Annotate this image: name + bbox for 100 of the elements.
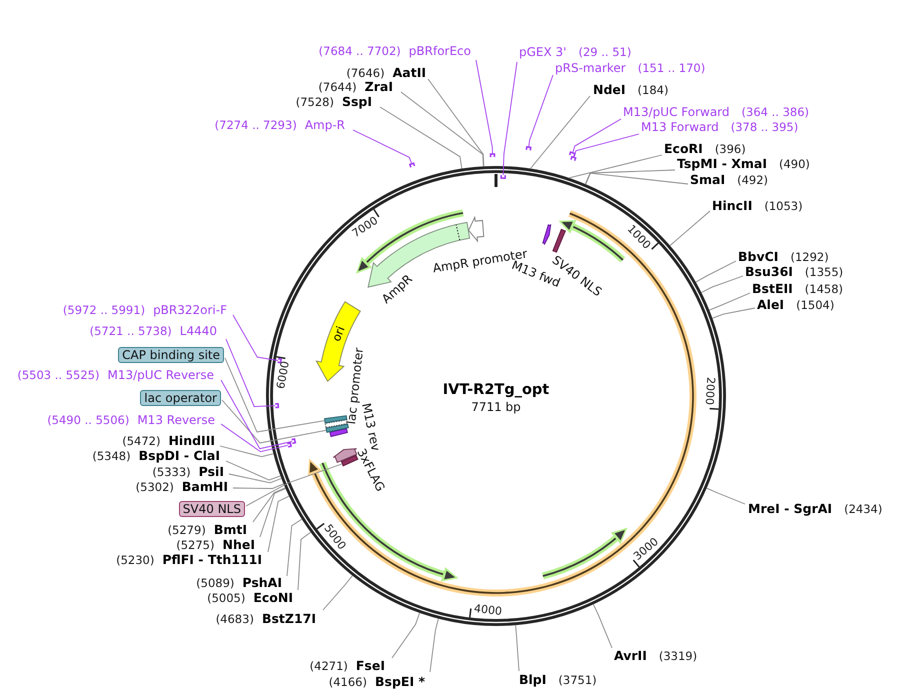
primer-site-mark bbox=[275, 403, 280, 408]
leader-line bbox=[222, 400, 326, 444]
primer-range: (151 .. 170) bbox=[638, 60, 706, 76]
leader-line bbox=[298, 532, 312, 590]
cut-position: (3751) bbox=[558, 672, 597, 688]
leader-line bbox=[232, 483, 284, 489]
leader-line bbox=[252, 487, 286, 522]
leader-line bbox=[260, 488, 286, 538]
feature-segment bbox=[329, 428, 348, 438]
primer-site-mark bbox=[568, 151, 576, 157]
cut-position: (396) bbox=[714, 141, 746, 157]
leader-line bbox=[476, 60, 493, 154]
cut-position: (1355) bbox=[804, 264, 844, 280]
leader-line bbox=[712, 308, 756, 319]
scale-label: 6000 bbox=[275, 360, 291, 390]
leader-line bbox=[220, 446, 274, 458]
leader-line bbox=[502, 62, 518, 176]
feature-tag: CAP binding site bbox=[118, 347, 224, 363]
leader-line bbox=[528, 74, 554, 148]
enzyme-name: FseI bbox=[356, 658, 385, 674]
primer-range: (7684 .. 7702) bbox=[318, 43, 401, 59]
enzyme-name: BspEI * bbox=[375, 674, 425, 690]
cut-position: (1053) bbox=[764, 198, 803, 214]
leader-line bbox=[592, 604, 612, 648]
cut-position: (2434) bbox=[844, 501, 882, 517]
primer-site-mark bbox=[490, 153, 496, 158]
enzyme-name: BmtI bbox=[214, 522, 247, 538]
leader-line bbox=[400, 92, 484, 167]
primer-range: (5503 .. 5525) bbox=[17, 367, 100, 383]
enzyme-name: PshAI bbox=[242, 575, 282, 591]
cut-position: (7528) bbox=[296, 94, 334, 110]
cut-position: (5472) bbox=[122, 433, 160, 449]
leader-line bbox=[226, 338, 276, 408]
leader-line bbox=[515, 624, 520, 672]
feature-segment bbox=[552, 228, 566, 253]
enzyme-name: BbvCI bbox=[738, 249, 778, 265]
feature-segment bbox=[326, 424, 349, 433]
enzyme-name: AleI bbox=[757, 297, 784, 313]
primer-name: M13/pUC Reverse bbox=[108, 367, 214, 383]
enzyme-name: PflFI - Tth111I bbox=[162, 552, 262, 568]
primer-range: (5721 .. 5738) bbox=[90, 323, 172, 339]
enzyme-name: ZraI bbox=[364, 79, 393, 95]
primer-name: pBRforEco bbox=[408, 43, 471, 59]
leader-line bbox=[232, 314, 278, 361]
enzyme-name: PsiI bbox=[198, 464, 224, 480]
feature-segment bbox=[468, 216, 484, 242]
leader-line bbox=[380, 106, 462, 170]
plasmid-size: 7711 bp bbox=[471, 401, 521, 413]
leader-line bbox=[568, 154, 662, 178]
primer-range: (5972 .. 5991) bbox=[62, 302, 146, 318]
cut-position: (492) bbox=[737, 172, 768, 188]
primer-name: pRS-marker bbox=[555, 60, 626, 76]
cut-position: (1292) bbox=[790, 249, 829, 265]
primer-site-mark bbox=[409, 162, 416, 168]
leader-line bbox=[670, 210, 710, 246]
enzyme-name: AvrII bbox=[614, 648, 647, 664]
feature-segment bbox=[332, 448, 358, 463]
leader-line bbox=[322, 575, 353, 610]
scale-label: 2000 bbox=[704, 377, 716, 406]
enzyme-name: EcoNI bbox=[253, 590, 293, 606]
plasmid-name: IVT-R2Tg_opt bbox=[442, 383, 550, 398]
cut-position: (4166) bbox=[328, 674, 367, 690]
primer-name: M13 Reverse bbox=[137, 412, 215, 428]
cut-position: (4271) bbox=[310, 658, 348, 674]
enzyme-name: BlpI bbox=[519, 672, 546, 688]
leader-line bbox=[584, 170, 676, 185]
leader-line bbox=[428, 78, 484, 167]
leader-line bbox=[700, 276, 744, 293]
leader-line bbox=[224, 358, 325, 432]
enzyme-name: TspMI - XmaI bbox=[677, 156, 767, 172]
leader-line bbox=[695, 260, 736, 283]
leader-line bbox=[573, 134, 640, 158]
enzyme-name: HincII bbox=[712, 198, 752, 214]
leader-line bbox=[706, 488, 746, 504]
leader-line bbox=[226, 460, 281, 480]
feature-tag: SV40 NLS bbox=[178, 501, 245, 517]
primer-site-mark bbox=[500, 175, 506, 179]
primer-site-mark bbox=[278, 358, 282, 364]
primer-site-mark bbox=[526, 146, 532, 150]
primer-name: pGEX 3' bbox=[519, 44, 566, 60]
enzyme-name: NdeI bbox=[593, 82, 626, 98]
feature-segment bbox=[324, 419, 348, 428]
primer-range: (5490 .. 5506) bbox=[47, 412, 130, 428]
leader-line bbox=[352, 130, 412, 164]
cut-position: (5279) bbox=[168, 522, 206, 538]
leader-line bbox=[392, 612, 420, 658]
leader-line bbox=[228, 474, 282, 484]
enzyme-name: BspDI - ClaI bbox=[138, 448, 220, 464]
enzyme-name: HindIII bbox=[168, 433, 215, 449]
leader-line bbox=[220, 380, 292, 450]
feature-tag: lac operator bbox=[140, 390, 221, 406]
primer-name: Amp-R bbox=[304, 117, 345, 133]
cut-position: (184) bbox=[638, 82, 668, 98]
enzyme-name: BstEII bbox=[752, 281, 793, 297]
enzyme-name: SmaI bbox=[690, 172, 726, 188]
enzyme-name: BstZ17I bbox=[262, 611, 316, 627]
enzyme-name: EcoRI bbox=[664, 141, 703, 157]
enzyme-name: MreI - SgrAI bbox=[748, 501, 832, 517]
primer-range: (29 .. 51) bbox=[578, 44, 632, 60]
leader-line bbox=[430, 618, 439, 672]
